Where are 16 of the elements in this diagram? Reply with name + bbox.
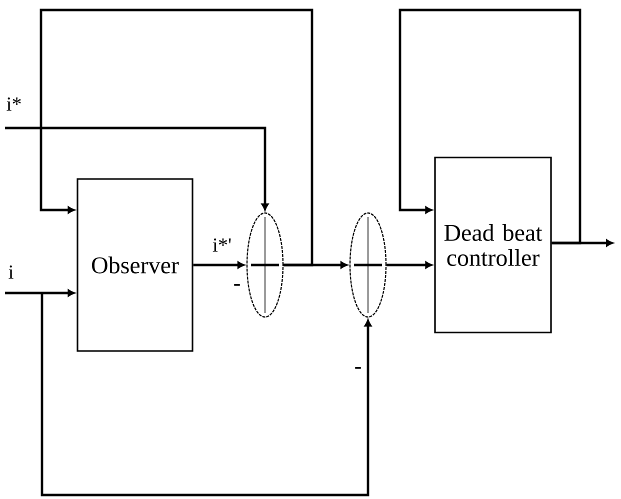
arrow — [5, 126, 269, 210]
arrow — [193, 261, 244, 269]
arrow — [40, 8, 314, 266]
arrow — [386, 261, 432, 269]
arrow — [5, 289, 75, 297]
block-box: Observer — [76, 178, 194, 352]
arrow — [40, 293, 372, 496]
edge-label: i* — [5, 96, 23, 112]
sign-label: - — [355, 366, 361, 369]
edge-label: i*' — [211, 237, 233, 253]
sign-label: - — [234, 284, 240, 286]
summing-junction — [349, 212, 387, 318]
block-box: Dead beat controller — [434, 156, 552, 334]
summing-junction — [246, 212, 284, 318]
edge-label: i — [7, 264, 15, 280]
arrow — [398, 8, 582, 244]
